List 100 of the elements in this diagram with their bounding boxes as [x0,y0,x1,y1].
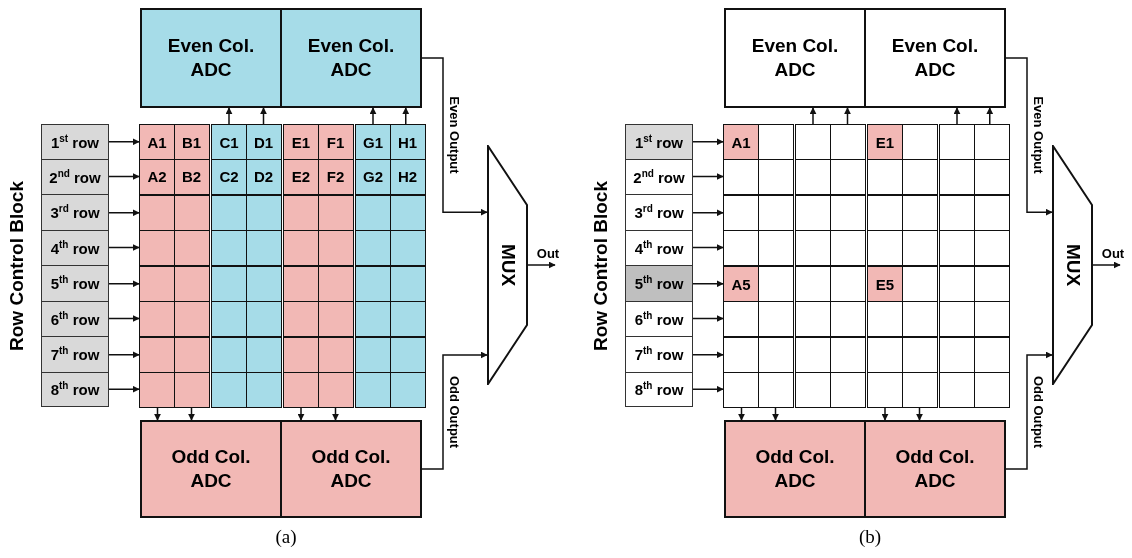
pixel-cell [795,158,831,195]
pixel-cell [939,124,975,160]
signal-arrow [1005,351,1053,470]
row-select-box: 5$^{th}$ row [625,265,693,302]
pixel-cell: E2 [283,158,319,195]
pixel-cell [139,195,175,231]
pixel-cell [901,195,938,231]
panel-caption: (a) [275,526,297,548]
signal-arrow [738,406,745,421]
pixel-cell [723,371,759,408]
signal-arrow [260,107,267,125]
pixel-cell [939,195,975,231]
signal-arrow [421,351,488,470]
pixel-cell: F1 [317,124,354,160]
pixel-cell [139,337,175,373]
edge-label: Even Output [447,96,462,174]
signal-arrow [108,315,140,322]
pixel-cell [283,266,319,302]
signal-arrow [772,406,779,421]
pixel-cell [795,124,831,160]
pixel-cell [939,266,975,302]
block-title: Row Control Block [590,180,612,351]
pixel-cell [723,300,759,337]
pixel-cell [355,300,391,337]
pixel-cell [723,337,759,373]
pixel-cell [973,195,1010,231]
pixel-cell [939,300,975,337]
pixel-cell: C1 [211,124,247,160]
signal-arrow [692,280,724,288]
row-select-box: 7$^{th}$ row [41,336,109,373]
pixel-cell: E5 [867,266,903,302]
pixel-cell [139,266,175,302]
adc-block: Odd Col. ADC [724,420,866,518]
signal-arrow [1005,57,1053,216]
pixel-cell [139,371,175,408]
row-select-box: 7$^{th}$ row [625,336,693,373]
pixel-cell [829,266,866,302]
signal-arrow [108,138,140,146]
pixel-cell [355,337,391,373]
mux-label: MUX [496,243,519,287]
pixel-cell: H1 [389,124,426,160]
pixel-cell [245,266,282,302]
row-select-box: 3$^{rd}$ row [625,194,693,231]
signal-arrow [108,351,140,359]
row-select-box: 8$^{th}$ row [41,371,109,407]
pixel-cell [211,337,247,373]
pixel-cell [283,195,319,231]
signal-arrow [692,315,724,322]
signal-arrow [527,261,556,269]
pixel-cell [829,124,866,160]
pixel-cell [795,300,831,337]
row-select-box: 8$^{th}$ row [625,371,693,407]
pixel-cell [211,371,247,408]
pixel-cell [939,158,975,195]
edge-label: Out [536,246,560,261]
pixel-cell: A5 [723,266,759,302]
pixel-cell [867,229,903,266]
pixel-cell: D1 [245,124,282,160]
adc-block: Even Col. ADC [724,8,866,108]
pixel-cell: G1 [355,124,391,160]
signal-arrow [188,406,195,421]
pixel-cell [723,229,759,266]
edge-label: Out [1101,246,1125,261]
signal-arrow [692,244,724,251]
pixel-cell [901,124,938,160]
row-select-box: 5$^{th}$ row [41,265,109,302]
mux-label: MUX [1061,243,1084,287]
signal-arrow [844,107,851,125]
pixel-cell [355,195,391,231]
pixel-cell [723,195,759,231]
pixel-cell: G2 [355,158,391,195]
pixel-cell [245,195,282,231]
signal-arrow [986,107,994,125]
edge-label: Even Output [1031,96,1046,174]
block-title: Row Control Block [6,180,28,351]
signal-arrow [692,209,724,217]
signal-arrow [1092,261,1121,269]
adc-block: Even Col. ADC [140,8,282,108]
pixel-cell [245,337,282,373]
pixel-cell [317,337,354,373]
pixel-cell: E1 [867,124,903,160]
pixel-cell [757,195,794,231]
pixel-cell [283,371,319,408]
adc-block: Odd Col. ADC [140,420,282,518]
pixel-cell [283,300,319,337]
signal-arrow [692,385,724,393]
pixel-cell [757,266,794,302]
signal-arrow [402,107,410,125]
pixel-cell: A2 [139,158,175,195]
pixel-cell: A1 [139,124,175,160]
pixel-cell [795,371,831,408]
pixel-cell [867,158,903,195]
pixel-cell: C2 [211,158,247,195]
signal-arrow [916,406,923,421]
signal-arrow [881,406,889,421]
signal-arrow [154,406,161,421]
pixel-cell [355,229,391,266]
pixel-cell [173,266,210,302]
pixel-cell [317,266,354,302]
signal-arrow [809,107,817,125]
